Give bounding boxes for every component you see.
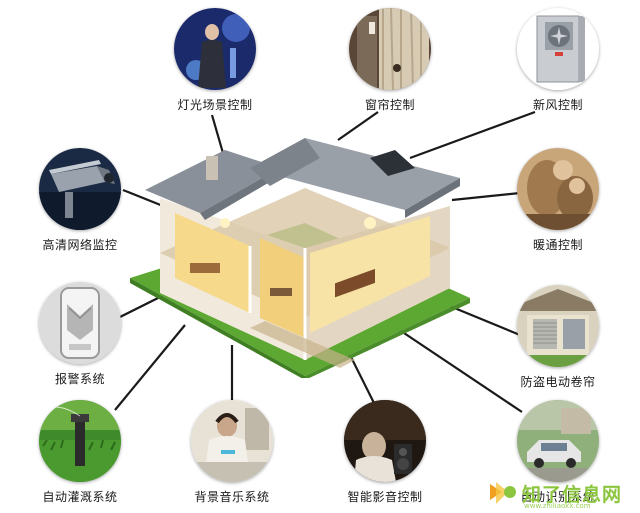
connector-alarm [117,297,159,319]
watermark-text: 知了信息网 [522,484,623,506]
feature-alarm: 报警系统 [20,282,140,387]
feature-cctv: 高清网络监控 [20,148,140,253]
feature-vehicle-id: 自动识别系统 [498,400,618,505]
home-theater-icon [344,400,426,482]
feature-label-lighting: 灯光场景控制 [177,98,253,112]
feature-label-irrigation: 自动灌溉系统 [42,490,118,504]
lighting-scene-icon [174,8,256,90]
curtain-icon [349,8,431,90]
feature-label-fresh-air: 新风控制 [532,98,583,112]
feature-label-curtain: 窗帘控制 [364,98,415,112]
watermark-logo: 知了信息网 www.zhiliaoxx.com [486,478,636,510]
feature-label-music: 背景音乐系统 [194,490,270,504]
feature-home-theater: 智能影音控制 [325,400,445,505]
feature-music: 背景音乐系统 [172,400,292,505]
feature-label-vehicle-id: 自动识别系统 [520,490,596,504]
connector-hvac [451,191,521,202]
connector-irrigation [114,324,186,411]
feature-irrigation: 自动灌溉系统 [20,400,140,505]
feature-label-shutter: 防盗电动卷帘 [520,375,596,389]
feature-fresh-air: 新风控制 [498,8,618,113]
connector-home-theater [349,354,376,406]
feature-label-home-theater: 智能影音控制 [347,490,423,504]
sprinkler-icon [39,400,121,482]
music-listener-icon [191,400,273,482]
feature-hvac: 暖通控制 [498,148,618,253]
watermark-url: www.zhiliaoxx.com [524,502,591,510]
feature-label-hvac: 暖通控制 [532,238,583,252]
feature-shutter: 防盗电动卷帘 [498,285,618,390]
smart-house-cutaway-icon [130,128,470,380]
connector-fresh-air [409,110,536,160]
feature-curtain: 窗帘控制 [330,8,450,113]
feature-label-alarm: 报警系统 [54,372,105,386]
connector-vehicle-id [391,324,523,413]
motion-sensor-icon [39,282,121,364]
cicada-logo-icon [490,482,516,504]
feature-label-cctv: 高清网络监控 [42,238,118,252]
fresh-air-unit-icon [517,8,599,90]
cctv-camera-icon [39,148,121,230]
car-recognition-icon [517,400,599,482]
feature-lighting: 灯光场景控制 [155,8,275,113]
hvac-icon [517,148,599,230]
rolling-shutter-icon [517,285,599,367]
connector-curtain [337,111,379,141]
